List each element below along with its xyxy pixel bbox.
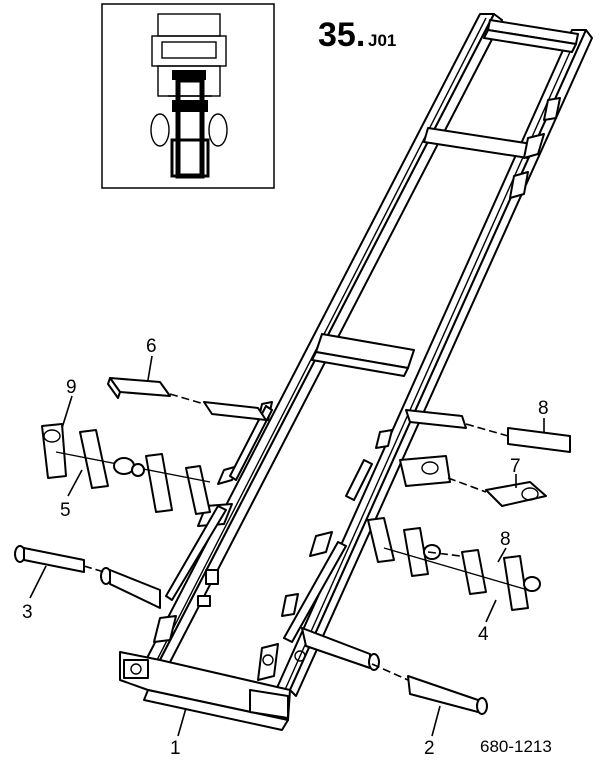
callout-4: 4 (478, 624, 489, 645)
part-2-bracket (301, 627, 488, 715)
callout-2: 2 (424, 738, 435, 759)
part-3-bracket (14, 545, 161, 609)
callout-1: 1 (170, 738, 181, 759)
part-7-bracket (399, 455, 547, 507)
callout-6: 6 (146, 336, 157, 357)
document-number: 680-1213 (480, 737, 552, 756)
callouts: 6 9 5 3 1 2 8 7 8 4 (22, 336, 549, 759)
assembly-lines (83, 393, 509, 681)
locator-inset (101, 3, 275, 189)
section-number: 35. (318, 16, 365, 54)
leader-lines (29, 355, 545, 737)
frame-assembly (119, 13, 593, 731)
section-suffix: J01 (368, 31, 396, 50)
callout-7: 7 (510, 456, 521, 477)
part-8-upper-strip (405, 409, 571, 453)
section-label: 35. J01 (318, 16, 396, 54)
part-4-spring-hanger (367, 517, 541, 611)
part-5-spring-hanger (41, 423, 211, 515)
callout-8-upper: 8 (538, 398, 549, 419)
callout-9: 9 (66, 377, 77, 398)
callout-5: 5 (60, 500, 71, 521)
callout-3: 3 (22, 602, 33, 623)
part-6-bracket (107, 377, 267, 421)
callout-8-lower: 8 (500, 529, 511, 550)
